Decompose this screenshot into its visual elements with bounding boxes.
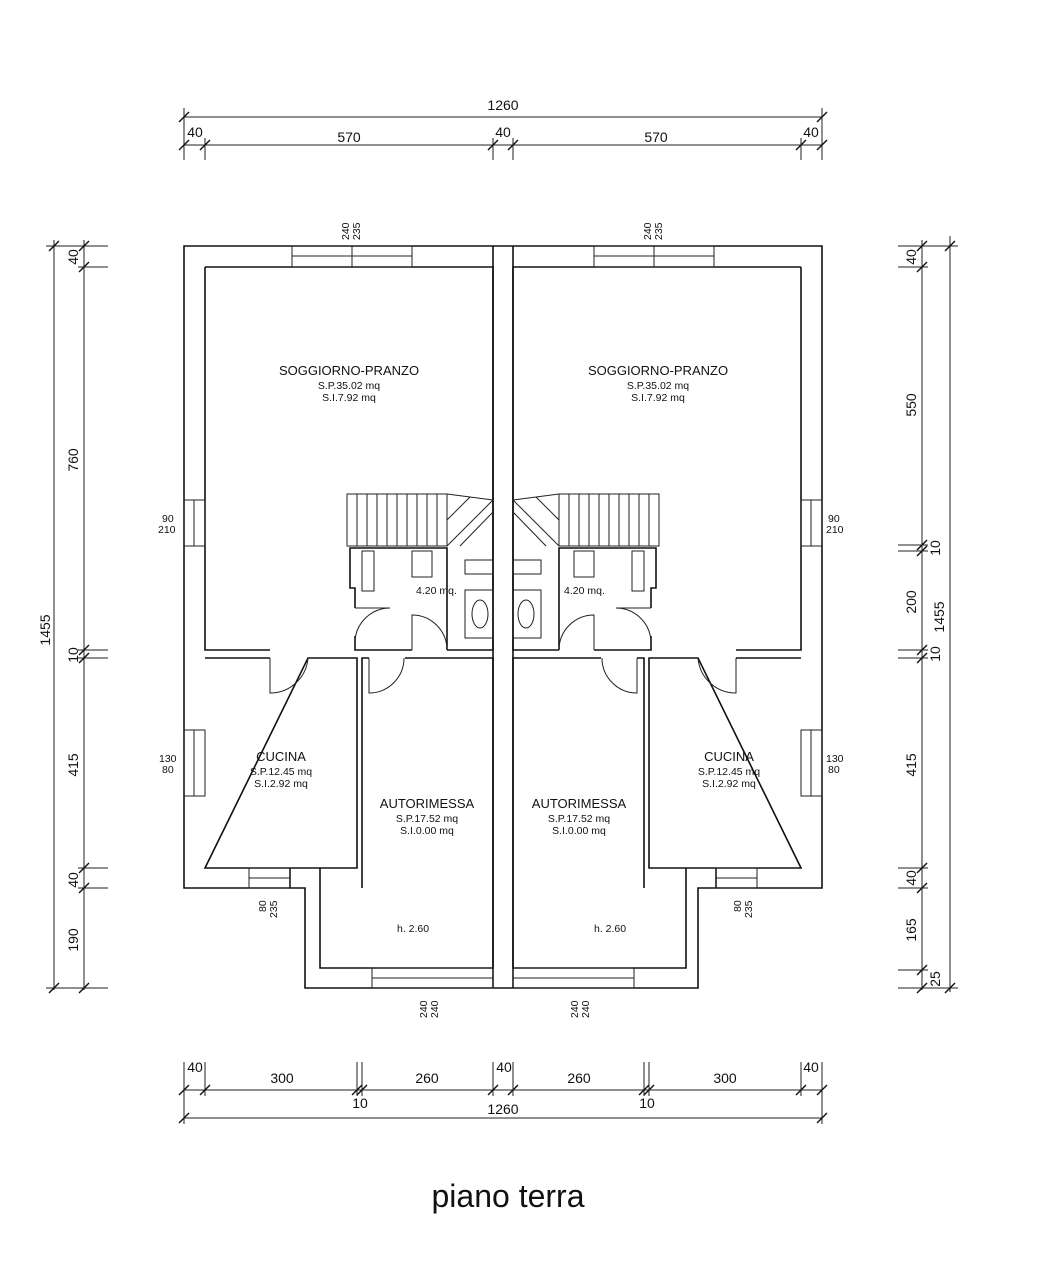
opening-kitchen-left-2: 80 [162,764,174,776]
right-seg-7: 40 [903,870,919,886]
kitchen-left-bottom-wall [289,868,321,888]
plan-caption: piano terra [432,1178,585,1214]
right-seg-3: 10 [927,540,943,556]
left-seg-2: 760 [65,448,81,472]
garage-right-sp: S.P.17.52 mq [548,813,610,825]
top-seg-4: 570 [644,129,668,145]
living-right-name: SOGGIORNO-PRANZO [588,363,728,378]
left-dimensions: 1455 40 760 10 415 40 190 [37,240,108,994]
left-seg-4: 415 [65,753,81,777]
living-right-si: S.I.7.92 mq [631,392,685,404]
bottom-total-dim: 1260 [487,1101,518,1117]
opening-labels: 240 235 240 235 90 210 90 210 130 80 130… [158,222,844,1018]
garage-right-height: h. 2.60 [594,923,626,935]
bottom-dimensions: 40 300 260 40 260 300 40 10 10 1260 [178,1059,828,1124]
kitchen-left-si: S.I.2.92 mq [254,778,308,790]
opening-kitchen-right-2: 80 [828,764,840,776]
windows [183,245,823,989]
bottom-seg-1: 40 [187,1059,203,1075]
opening-garage-right-2: 240 [580,1000,592,1018]
opening-kitchen-left-1: 130 [159,753,177,765]
kitchen-right-sp: S.P.12.45 mq [698,766,760,778]
opening-top-left-1: 240 [340,222,352,240]
left-seg-1: 40 [65,249,81,265]
bath-left-area: 4.20 mq. [416,585,457,597]
living-left-name: SOGGIORNO-PRANZO [279,363,419,378]
opening-garage-left-2: 240 [429,1000,441,1018]
right-seg-2: 550 [903,393,919,417]
opening-living-left-2: 210 [158,524,176,536]
bottom-seg-6: 300 [713,1070,737,1086]
left-seg-6: 190 [65,928,81,952]
living-right-edge [736,267,802,651]
top-seg-2: 570 [337,129,361,145]
garage-right-si: S.I.0.00 mq [552,825,606,837]
right-seg-9: 25 [927,971,943,987]
right-total-dim: 1455 [931,601,947,632]
left-seg-5: 40 [65,872,81,888]
bottom-seg-3: 260 [415,1070,439,1086]
kitchen-right-walls [648,657,803,869]
opening-kitchen-bottom-left-2: 235 [268,900,280,918]
bottom-seg-2: 300 [270,1070,294,1086]
opening-garage-right-1: 240 [569,1000,581,1018]
living-left-sp: S.P.35.02 mq [318,380,380,392]
opening-living-right-1: 90 [828,513,840,525]
opening-top-right-1: 240 [642,222,654,240]
opening-kitchen-bottom-right-2: 235 [743,900,755,918]
living-left-si: S.I.7.92 mq [322,392,376,404]
kitchen-left-sp: S.P.12.45 mq [250,766,312,778]
top-seg-5: 40 [803,124,819,140]
doors [269,607,737,694]
top-seg-3: 40 [495,124,511,140]
garage-left-si: S.I.0.00 mq [400,825,454,837]
right-seg-1: 40 [903,249,919,265]
outer-wall [183,245,823,989]
bottom-seg-5: 260 [567,1070,591,1086]
kitchen-left-walls [203,657,358,869]
opening-kitchen-right-1: 130 [826,753,844,765]
kitchen-right-si: S.I.2.92 mq [702,778,756,790]
living-right-sp: S.P.35.02 mq [627,380,689,392]
right-seg-6: 415 [903,753,919,777]
garage-left-name: AUTORIMESSA [380,796,475,811]
room-labels: SOGGIORNO-PRANZO S.P.35.02 mq S.I.7.92 m… [250,363,760,935]
top-dimensions: 1260 40 570 40 570 40 [178,97,828,160]
garage-right-name: AUTORIMESSA [532,796,627,811]
right-seg-8: 165 [903,918,919,942]
garage-left-sp: S.P.17.52 mq [396,813,458,825]
opening-kitchen-bottom-right-1: 80 [732,900,744,912]
opening-top-right-2: 235 [653,222,665,240]
top-total-dim: 1260 [487,97,518,113]
opening-living-left-1: 90 [162,513,174,525]
opening-garage-left-1: 240 [418,1000,430,1018]
bathroom-fixtures-right [512,550,645,639]
opening-top-left-2: 235 [351,222,363,240]
top-seg-1: 40 [187,124,203,140]
living-left-edge [204,267,270,651]
bottom-inner-2: 10 [639,1095,655,1111]
garage-left-height: h. 2.60 [397,923,429,935]
kitchen-right-name: CUCINA [704,749,754,764]
living-right-walls [512,266,801,651]
stairs-right [512,493,660,547]
right-seg-4: 200 [903,590,919,614]
bottom-seg-7: 40 [803,1059,819,1075]
kitchen-left-name: CUCINA [256,749,306,764]
left-seg-3: 10 [65,647,81,663]
kitchen-right-bottom-wall [685,868,717,888]
right-seg-5: 10 [927,646,943,662]
bottom-inner-1: 10 [352,1095,368,1111]
bath-right-area: 4.20 mq. [564,585,605,597]
building [183,245,823,989]
stairs-left [346,493,494,547]
bottom-seg-4: 40 [496,1059,512,1075]
bathroom-fixtures-left [361,550,494,639]
left-total-dim: 1455 [37,614,53,645]
opening-kitchen-bottom-left-1: 80 [257,900,269,912]
opening-living-right-2: 210 [826,524,844,536]
right-dimensions: 1455 40 550 10 200 10 415 40 165 25 [898,236,958,994]
